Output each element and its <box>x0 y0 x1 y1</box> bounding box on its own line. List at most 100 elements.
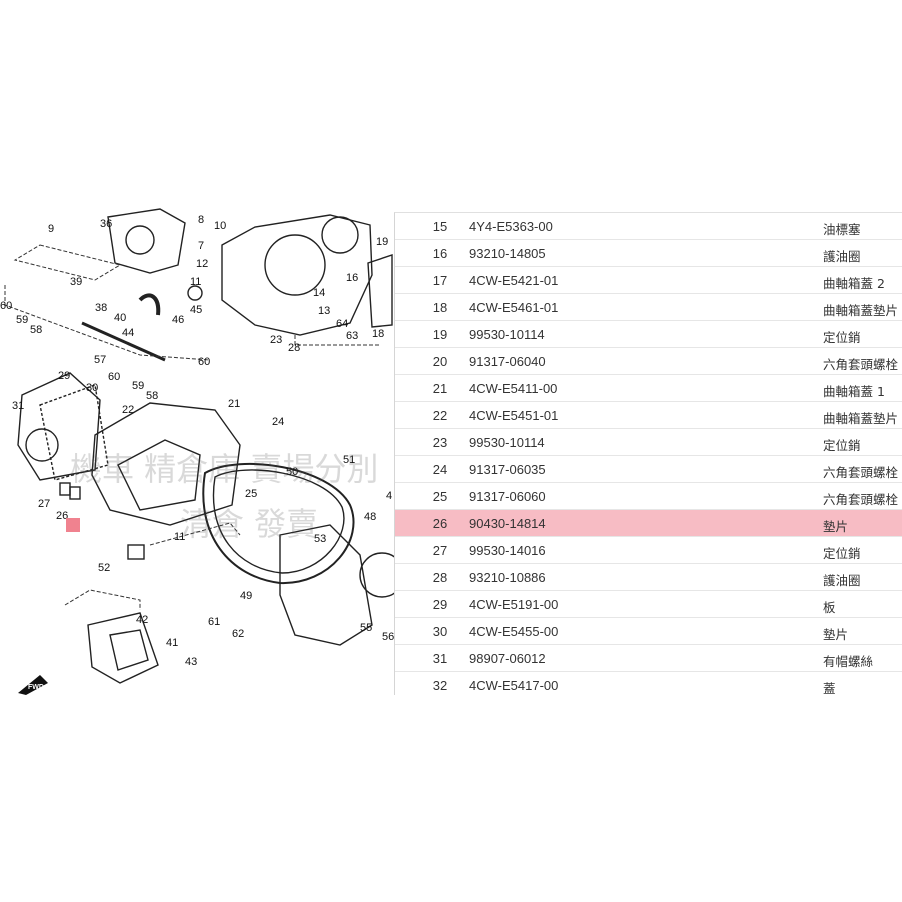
part-number-cell: 98907-06012 <box>469 651 546 666</box>
callout-12: 12 <box>196 258 208 270</box>
part-name-cell: 六角套頭螺栓 <box>823 492 899 507</box>
callout-60: 60 <box>0 300 12 312</box>
callout-60c: 60 <box>198 356 210 368</box>
callout-31: 31 <box>12 400 24 412</box>
part-52 <box>127 544 145 560</box>
callout-44: 44 <box>122 327 134 339</box>
leader-line-shaft <box>4 285 211 361</box>
callout-42: 42 <box>136 614 148 626</box>
callout-11: 11 <box>190 276 201 288</box>
part-name-cell: 曲軸箱蓋墊片 <box>823 411 899 426</box>
crankcase-bore <box>264 234 326 296</box>
v-belt-inner <box>212 469 345 574</box>
callout-7: 7 <box>198 240 204 252</box>
part-number-cell: 4CW-E5421-01 <box>469 273 559 288</box>
part-name-cell: 曲軸箱蓋 1 <box>823 384 885 399</box>
ref-number-cell: 21 <box>432 381 448 396</box>
part-number-cell: 4CW-E5411-00 <box>469 381 558 396</box>
part-name-cell: 墊片 <box>823 627 849 642</box>
part-name-cell: 有帽螺絲 <box>823 654 874 669</box>
part-name-cell: 六角套頭螺栓 <box>823 357 899 372</box>
part-number-cell: 93210-10886 <box>469 570 546 585</box>
callout-61: 61 <box>208 616 220 628</box>
callout-30: 30 <box>86 382 98 394</box>
part-number-cell: 91317-06060 <box>469 489 546 504</box>
crankcase-upper-part <box>107 208 186 274</box>
bracket-42 <box>87 612 159 684</box>
ref-number-cell: 22 <box>432 408 448 423</box>
callout-48: 48 <box>364 511 376 523</box>
callout-50: 50 <box>286 466 298 478</box>
transmission-case <box>279 524 373 646</box>
callout-51: 51 <box>343 454 355 466</box>
part-name-cell: 板 <box>823 600 836 615</box>
callout-49: 49 <box>240 590 252 602</box>
ref-number-cell: 16 <box>432 246 448 261</box>
pulley <box>359 552 395 598</box>
ref-number-cell: 25 <box>432 489 448 504</box>
ref-number-cell: 15 <box>432 219 448 234</box>
part-name-cell: 油標塞 <box>823 222 861 237</box>
table-row[interactable]: 22 4CW-E5451-01 曲軸箱蓋墊片 <box>395 402 902 429</box>
callout-25: 25 <box>245 488 257 500</box>
bracket-inner <box>109 629 149 671</box>
callout-41: 41 <box>166 637 178 649</box>
table-row[interactable]: 31 98907-06012 有帽螺絲 <box>395 645 902 672</box>
callout-43: 43 <box>185 656 197 668</box>
callout-18: 18 <box>372 328 384 340</box>
callout-53: 53 <box>314 533 326 545</box>
callout-13: 13 <box>318 305 330 317</box>
callout-59b: 59 <box>132 380 144 392</box>
callout-24: 24 <box>272 416 284 428</box>
ref-number-cell: 23 <box>432 435 448 450</box>
part-45 <box>187 285 203 301</box>
leader-line-part-52 <box>149 522 241 546</box>
v-belt-50 <box>202 462 355 585</box>
case-bore <box>125 225 155 255</box>
table-row[interactable]: 25 91317-06060 六角套頭螺栓 <box>395 483 902 510</box>
callout-64: 64 <box>336 318 348 330</box>
table-row[interactable]: 21 4CW-E5411-00 曲軸箱蓋 1 <box>395 375 902 402</box>
leader-box-upper-left <box>13 244 122 281</box>
callout-28: 28 <box>288 342 300 354</box>
fwd-label: FWD <box>28 684 44 691</box>
table-row[interactable]: 15 4Y4-E5363-00 油標塞 <box>395 213 902 240</box>
part-number-cell: 4CW-E5191-00 <box>469 597 559 612</box>
ref-number-cell: 31 <box>432 651 448 666</box>
callout-27: 27 <box>38 498 50 510</box>
crankcase-cover-2 <box>367 254 393 328</box>
part-number-cell: 4CW-E5451-01 <box>469 408 559 423</box>
leader-line-case <box>294 335 380 346</box>
part-name-cell: 護油圈 <box>823 249 861 264</box>
part-number-cell: 4Y4-E5363-00 <box>469 219 553 234</box>
part-name-cell: 定位銷 <box>823 330 861 345</box>
ref-number-cell: 32 <box>432 678 448 693</box>
callout-11b: 11 <box>174 531 185 543</box>
callout-26: 26 <box>56 510 68 522</box>
dowel-pin-27 <box>59 482 71 496</box>
part-name-cell: 定位銷 <box>823 546 861 561</box>
leader-line-bracket <box>64 589 141 610</box>
table-row[interactable]: 16 93210-14805 護油圈 <box>395 240 902 267</box>
part-number-cell: 93210-14805 <box>469 246 546 261</box>
callout-9: 9 <box>48 223 54 235</box>
callout-16: 16 <box>346 272 358 284</box>
callout-8: 8 <box>198 214 204 226</box>
callout-19: 19 <box>376 236 388 248</box>
ref-number-cell: 18 <box>432 300 448 315</box>
callout-4: 4 <box>386 490 392 502</box>
